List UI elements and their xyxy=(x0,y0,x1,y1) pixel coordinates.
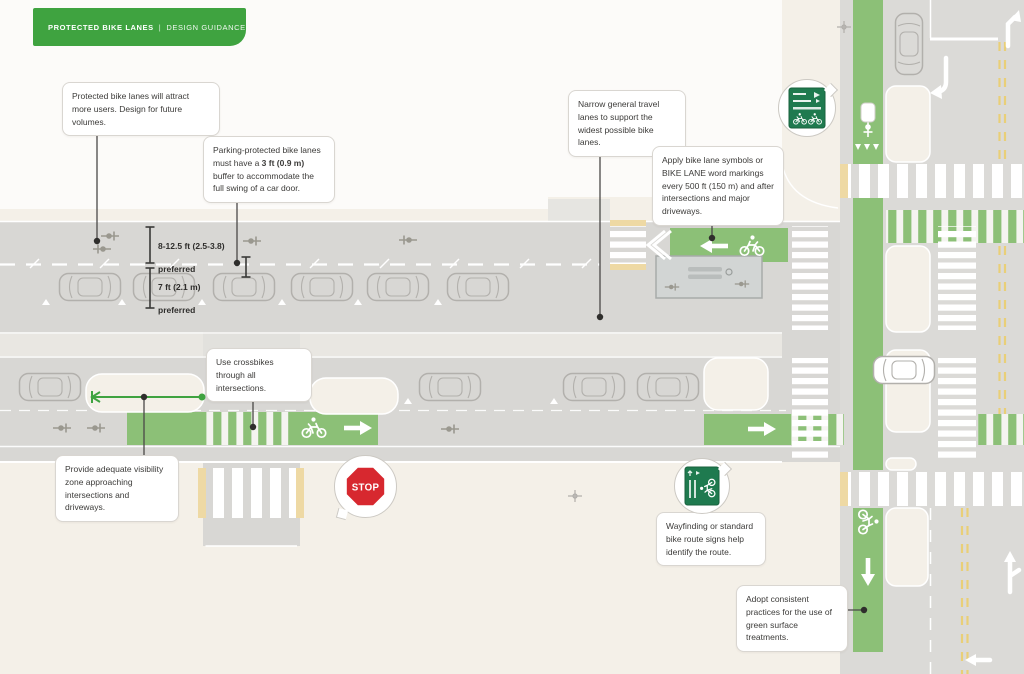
curb-arc xyxy=(781,163,839,209)
floating-island-south xyxy=(885,507,929,587)
dimension-unit: preferred xyxy=(158,305,196,316)
chevron-yield-icon xyxy=(645,229,672,261)
curb-extensions xyxy=(85,85,931,587)
bulb-out-intersection xyxy=(703,357,769,411)
crosswalk-east-leg-north xyxy=(938,226,976,330)
driveway-stub-north xyxy=(548,199,610,222)
crosswalk-bike-lane xyxy=(610,226,646,264)
title-badge: PROTECTED BIKE LANES | DESIGN GUIDANCE xyxy=(33,8,246,46)
stop-sign-text: STOP xyxy=(352,482,380,493)
lane-markings xyxy=(42,10,1022,666)
dimension-lines xyxy=(145,226,251,309)
scooter-user-icon xyxy=(860,102,876,123)
crossbike-minor-street xyxy=(205,412,292,445)
shark-teeth-icon xyxy=(855,144,879,150)
bike-riders xyxy=(52,102,876,435)
callout-text: Use crossbikes through all intersections… xyxy=(216,357,274,393)
bike-route-sign-bubble-mid xyxy=(674,458,733,514)
dimension-value: 7 ft (2.1 m) xyxy=(158,282,201,293)
badge-separator: | xyxy=(158,22,162,32)
crosswalk-west-leg-north xyxy=(792,226,828,330)
stop-sign-icon: STOP xyxy=(344,465,387,508)
crosswalk-east-leg-south xyxy=(938,358,976,458)
callout-text: Provide adequate visibility zone approac… xyxy=(65,464,164,513)
utility-pole-icon xyxy=(837,21,851,33)
callout-text-bold: 3 ft (0.9 m) xyxy=(261,157,305,168)
badge-subtitle: DESIGN GUIDANCE xyxy=(166,22,246,32)
callout-text: Wayfinding or standard bike route signs … xyxy=(666,521,754,557)
callout-door-buffer: Parking-protected bike lanes must have a… xyxy=(203,136,335,203)
crosswalk-west-leg-south xyxy=(792,358,828,458)
callout-text: Narrow general travel lanes to support t… xyxy=(578,99,660,148)
tactile-strip xyxy=(840,164,848,198)
dimension-unit: preferred xyxy=(158,264,196,275)
callout-visibility-zone: Provide adequate visibility zone approac… xyxy=(55,455,179,522)
callout-text: Adopt consistent practices for the use o… xyxy=(746,594,832,643)
crossbike-intersection-east xyxy=(978,414,1024,445)
dimension-label-bike-lane: 8-12.5 ft (2.5-3.8) preferred xyxy=(158,230,225,287)
leader-dots xyxy=(93,234,868,614)
floating-island-north xyxy=(885,85,931,163)
callout-crossbikes: Use crossbikes through all intersections… xyxy=(206,348,312,403)
callout-text: Apply bike lane symbols or BIKE LANE wor… xyxy=(662,155,774,216)
bike-route-sign-icon xyxy=(788,87,826,129)
floating-island-mid xyxy=(885,245,931,333)
bike-route-sign-icon xyxy=(684,466,720,506)
transit-platform xyxy=(655,255,763,299)
callout-text: Protected bike lanes will attract more u… xyxy=(72,91,190,127)
turn-arrow-heads xyxy=(930,10,1021,666)
dimension-label-parking-lane: 7 ft (2.1 m) preferred xyxy=(158,271,201,328)
crosswalk-minor-street xyxy=(206,468,296,518)
stop-sign-bubble: STOP xyxy=(334,455,397,521)
utility-pole-icon xyxy=(568,490,582,502)
bulb-out-west xyxy=(85,373,205,413)
callout-narrow-lanes: Narrow general travel lanes to support t… xyxy=(568,90,686,157)
dimension-value: 8-12.5 ft (2.5-3.8) xyxy=(158,241,225,252)
callout-wayfinding: Wayfinding or standard bike route signs … xyxy=(656,512,766,567)
buffer-hatch-marks xyxy=(29,258,592,269)
centerline-yellow xyxy=(960,42,1007,674)
callout-future-volumes: Protected bike lanes will attract more u… xyxy=(62,82,220,137)
crosswalks xyxy=(198,164,1024,518)
median-strip xyxy=(0,332,782,358)
island-cap xyxy=(885,457,917,471)
car-white-icon xyxy=(872,355,936,385)
badge-title: PROTECTED BIKE LANES xyxy=(48,22,154,32)
bench-icon xyxy=(688,267,722,272)
callout-text: buffer to accommodate the full swing of … xyxy=(213,170,314,194)
crosswalk-north-leg xyxy=(848,164,1024,198)
vehicles xyxy=(18,12,936,402)
parking-tick-marks xyxy=(42,299,558,404)
green-lane-approach-west xyxy=(127,412,205,445)
bulb-out-east xyxy=(309,377,399,415)
crosswalk-south-leg xyxy=(848,472,1024,506)
green-lane-southbound-mid xyxy=(853,198,883,470)
callout-green-surface: Adopt consistent practices for the use o… xyxy=(736,585,848,652)
callout-text: Parking-protected bike lanes must have a xyxy=(213,145,321,168)
bike-route-sign-bubble-top xyxy=(778,79,839,137)
utility-markers xyxy=(568,21,851,502)
green-lane-southbound-north xyxy=(853,0,883,164)
callout-lane-markings: Apply bike lane symbols or BIKE LANE wor… xyxy=(652,146,784,226)
